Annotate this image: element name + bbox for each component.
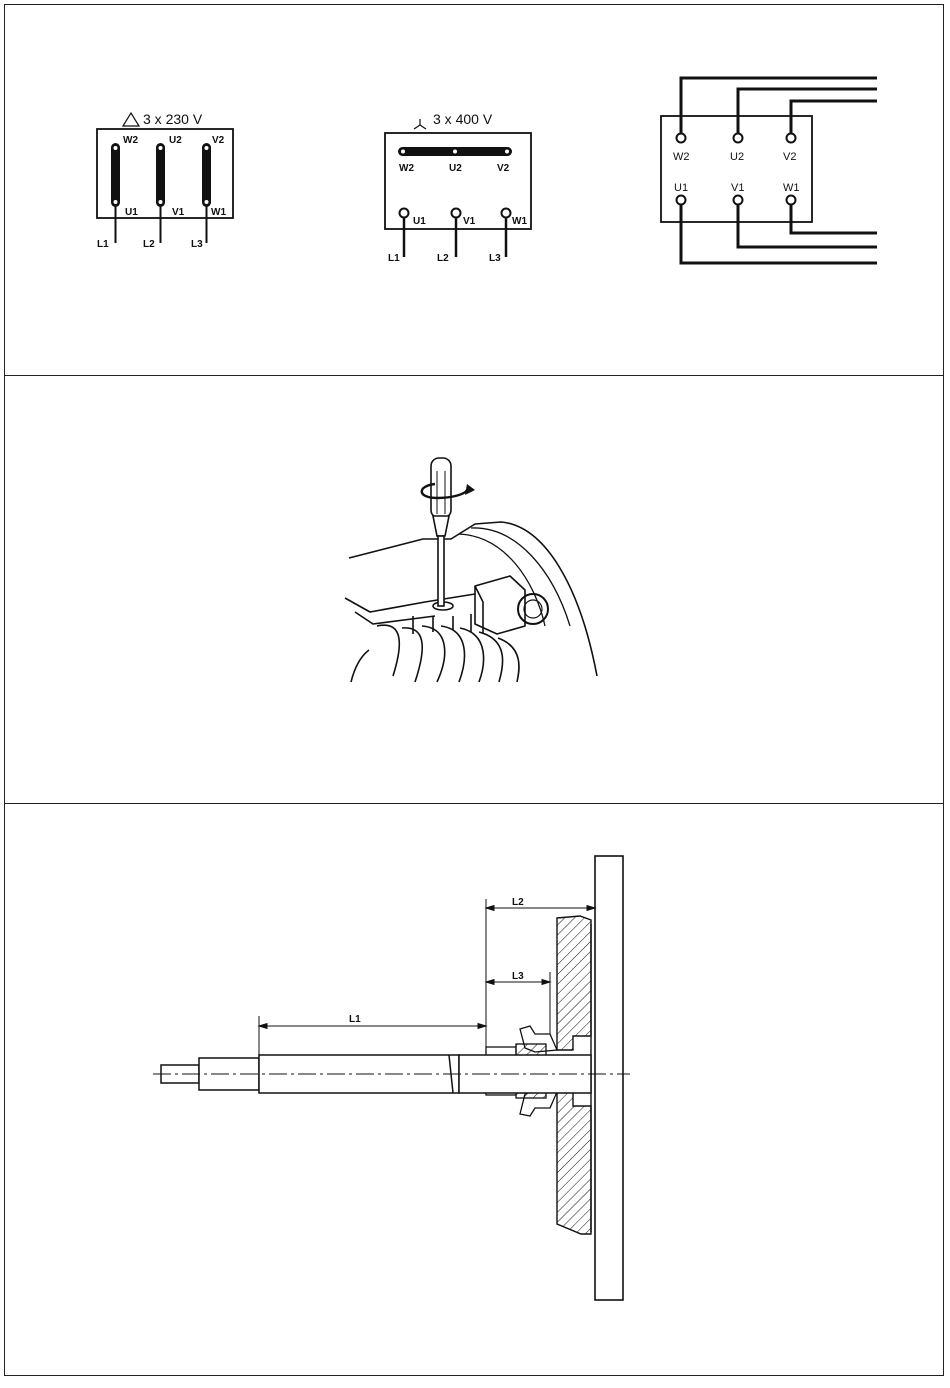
shaft-seal-drawing-svg: L1 L2 L3	[5, 804, 945, 1377]
housing-section-upper	[557, 916, 591, 1050]
delta-top-label-2: U2	[169, 135, 182, 146]
star-line-label-3: L3	[489, 253, 501, 264]
shaft-seal-drawing-panel: L1 L2 L3	[4, 803, 944, 1376]
delta-line-label-3: L3	[191, 239, 203, 250]
star-top-label-1: W2	[399, 163, 414, 174]
winding-lead-diagram: W2 U2 V2 U1 V1 W1	[661, 78, 877, 263]
delta-connection: 3 x 230 V W2 U2 V2 U1 V1 W1 L1 L2 L3	[97, 111, 233, 250]
winding-top-label-2: U2	[730, 151, 744, 163]
connection-diagrams-svg: 3 x 230 V W2 U2 V2 U1 V1 W1 L1 L2 L3	[5, 5, 945, 377]
star-terminal-v1	[452, 209, 461, 218]
flange-plate	[595, 856, 623, 1300]
delta-bottom-label-2: V1	[172, 207, 185, 218]
winding-top-label-3: V2	[783, 151, 796, 163]
star-terminal-w1	[502, 209, 511, 218]
star-top-label-2: U2	[449, 163, 462, 174]
delta-bottom-label-3: W1	[211, 207, 226, 218]
delta-symbol-icon	[123, 113, 139, 126]
winding-bottom-label-2: V1	[731, 182, 744, 194]
star-bottom-label-1: U1	[413, 216, 426, 227]
dimension-l3-label: L3	[512, 971, 524, 982]
star-bottom-label-3: W1	[512, 216, 527, 227]
delta-line-label-2: L2	[143, 239, 155, 250]
dimension-l1	[259, 1016, 486, 1055]
star-line-label-2: L2	[437, 253, 449, 264]
delta-bottom-label-1: U1	[125, 207, 138, 218]
dimension-l1-label: L1	[349, 1014, 361, 1025]
delta-top-label-1: W2	[123, 135, 138, 146]
screwdriver-illustration-svg	[5, 376, 945, 805]
winding-top-label-1: W2	[673, 151, 690, 163]
delta-bridge-1	[111, 143, 120, 207]
star-symbol-icon	[414, 119, 426, 129]
star-line-label-1: L1	[388, 253, 400, 264]
star-voltage-label: 3 x 400 V	[433, 111, 493, 127]
delta-bridge-2	[156, 143, 165, 207]
delta-voltage-label: 3 x 230 V	[143, 111, 203, 127]
winding-bottom-label-1: U1	[674, 182, 688, 194]
housing-section-lower	[557, 1092, 591, 1234]
star-terminal-u1	[400, 209, 409, 218]
connection-diagrams-panel: 3 x 230 V W2 U2 V2 U1 V1 W1 L1 L2 L3	[4, 4, 944, 376]
dimension-l2-label: L2	[512, 897, 524, 908]
star-top-label-3: V2	[497, 163, 510, 174]
star-bottom-label-2: V1	[463, 216, 476, 227]
screwdriver-icon	[431, 458, 451, 606]
delta-top-label-3: V2	[212, 135, 225, 146]
screwdriver-illustration-panel	[4, 375, 944, 804]
star-connection: 3 x 400 V W2 U2 V2 U1 V1 W1 L1 L2 L3	[385, 111, 531, 264]
delta-line-label-1: L1	[97, 239, 109, 250]
delta-bridge-3	[202, 143, 211, 207]
winding-bottom-label-3: W1	[783, 182, 800, 194]
